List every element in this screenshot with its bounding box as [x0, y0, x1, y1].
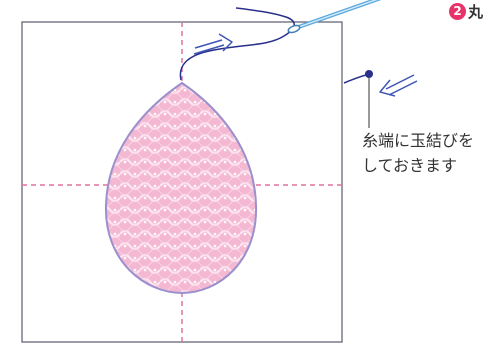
direction-arrow-icon [193, 33, 233, 55]
thread-line [179, 7, 295, 81]
teardrop-shape [104, 81, 258, 295]
note-line-1: 糸端に玉結びを [362, 131, 475, 150]
needle-icon [287, 0, 382, 34]
step-title: 丸 [468, 3, 484, 21]
note-line-2: しておきます [362, 156, 458, 175]
step-heading: 2 丸 [449, 1, 483, 22]
step-number-badge: 2 [449, 3, 466, 20]
knot-icon [343, 70, 373, 84]
knot-arrow-icon [379, 74, 418, 97]
knot-note: 糸端に玉結びを しておきます [362, 128, 474, 178]
